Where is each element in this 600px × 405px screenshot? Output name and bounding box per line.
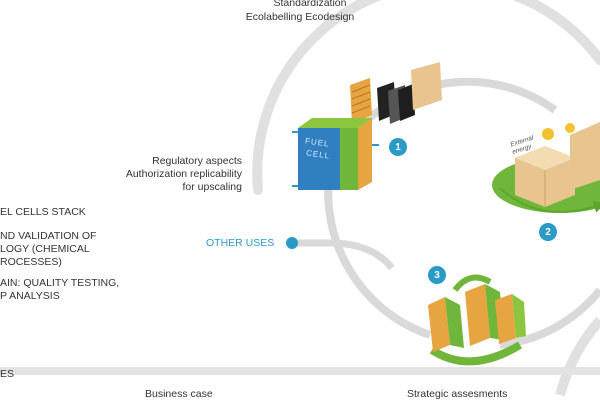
- upscaling-label: for upscaling: [182, 181, 242, 193]
- step-2-number: 2: [545, 227, 551, 238]
- ecolabelling-label: Ecolabelling Ecodesign: [245, 11, 355, 23]
- left-item-quality-2: P ANALYSIS: [0, 290, 60, 302]
- inner-track: [341, 77, 558, 148]
- other-uses-label: OTHER USES: [206, 237, 275, 249]
- left-item-validation-1: ND VALIDATION OF: [0, 230, 97, 242]
- step-2-circle: [539, 223, 557, 241]
- recycling-stacks: [428, 274, 526, 366]
- outer-arc: [252, 0, 600, 195]
- other-uses-connector: [292, 239, 395, 271]
- left-item-bottom: ES: [0, 368, 15, 380]
- strategic-assessments-label: Strategic assesments: [407, 388, 508, 400]
- left-item-validation-2: LOGY (CHEMICAL: [0, 243, 90, 255]
- step-1-circle: [389, 138, 407, 156]
- inner-track-left: [324, 169, 432, 339]
- step-3-number: 3: [434, 270, 440, 281]
- standardization-label: Standardization: [273, 0, 347, 9]
- authorization-label: Authorization replicability: [125, 168, 242, 180]
- step-1-number: 1: [395, 142, 401, 153]
- outer-arc-right: [555, 316, 600, 397]
- left-item-validation-3: ROCESSES): [0, 256, 62, 268]
- bottom-bar: [0, 367, 600, 375]
- regulatory-aspects-label: Regulatory aspects: [152, 155, 242, 167]
- other-uses-dot: [286, 237, 298, 249]
- step-3-circle: [428, 266, 446, 284]
- fuel-cell-stack: [292, 118, 379, 190]
- left-item-quality-1: AIN: QUALITY TESTING,: [0, 277, 120, 289]
- left-item-stack: EL CELLS STACK: [0, 206, 86, 218]
- inner-track-bottom: [499, 287, 600, 349]
- production-boxes: [492, 122, 600, 214]
- exploded-plates: [350, 62, 442, 124]
- business-case-label: Business case: [145, 388, 213, 400]
